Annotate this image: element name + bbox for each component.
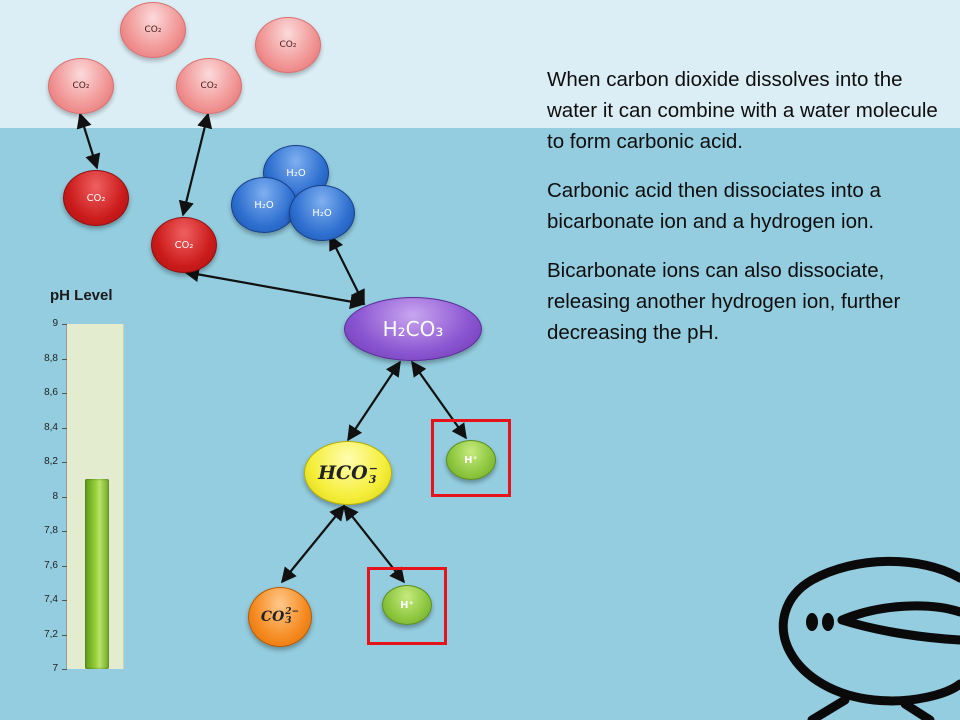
- ph-tick-mark: [62, 427, 67, 429]
- h2o-label: H₂O: [254, 199, 274, 211]
- bicarbonate-subscript: 3: [368, 472, 377, 486]
- mascot-leg: [807, 695, 850, 720]
- carbonate-charge: 2−: [285, 607, 300, 617]
- carbonate-formula: CO: [260, 609, 285, 625]
- bicarbonate-charge: −: [368, 461, 378, 475]
- co2-molecule-air: CO₂: [120, 2, 186, 58]
- hydrogen-ion: H⁺: [446, 440, 496, 480]
- co2-molecule-air: CO₂: [48, 58, 114, 114]
- bicarbonate-formula: HCO: [318, 461, 368, 484]
- h2o-molecule: H₂O: [231, 177, 297, 233]
- ph-tick-label: 7: [52, 663, 58, 674]
- ph-tick-label: 8,4: [44, 421, 58, 433]
- hydrogen-ion-highlight-box: [367, 567, 447, 645]
- hydrogen-ion-label: H⁺: [464, 454, 478, 466]
- explanation-paragraph-2: Carbonic acid then dissociates into a bi…: [547, 179, 881, 233]
- mascot-mouth: [837, 601, 960, 645]
- ph-tick-label: 7,2: [44, 628, 58, 640]
- co2-label: CO₂: [200, 81, 218, 91]
- ph-tick-mark: [62, 393, 67, 394]
- co2-molecule-air: CO₂: [176, 58, 242, 114]
- co2-label: CO₂: [72, 81, 90, 91]
- mascot-body: [778, 556, 960, 706]
- ph-tick-label: 7,6: [44, 559, 58, 571]
- explanation-paragraph-1: When carbon dioxide dissolves into the w…: [547, 68, 938, 153]
- ph-tick-mark: [62, 496, 67, 498]
- ph-tick-label: 8,2: [44, 456, 58, 467]
- explanation-text: When carbon dioxide dissolves into the w…: [547, 64, 957, 366]
- co2-molecule-air: CO₂: [255, 17, 321, 73]
- arrow-co2-dissolve-1: [76, 112, 101, 170]
- carbonic-acid-molecule: H₂CO₃: [344, 297, 482, 361]
- arrow-h2co3-to-hco3: [347, 360, 401, 442]
- ph-tick-mark: [62, 600, 67, 601]
- ph-level-bar: [85, 479, 109, 669]
- h2o-label: H₂O: [286, 167, 306, 179]
- ph-tick-label: 7,8: [44, 525, 58, 536]
- ph-tick-mark: [62, 324, 67, 325]
- arrow-hco3-to-co3: [281, 504, 345, 584]
- co2-label: CO₂: [144, 25, 162, 35]
- ph-tick-label: 7,4: [44, 594, 58, 605]
- arrow-h2o-to-h2co3: [329, 234, 365, 306]
- co2-molecule-dissolved: CO₂: [151, 217, 217, 273]
- mascot-eye: [806, 613, 818, 631]
- explanation-paragraph-3: Bicarbonate ions can also dissociate, re…: [547, 259, 901, 344]
- ph-tick-label: 8: [52, 490, 58, 502]
- ph-tick-mark: [62, 669, 67, 670]
- h2o-label: H₂O: [312, 207, 332, 219]
- bicarbonate-ion: HCO−3: [304, 441, 392, 505]
- ph-tick-label: 9: [52, 318, 58, 329]
- co2-label: CO₂: [86, 192, 106, 204]
- co2-label: CO₂: [174, 239, 194, 251]
- ph-tick-mark: [62, 531, 67, 532]
- ph-tick-mark: [62, 634, 67, 636]
- hydrogen-ion: H⁺: [382, 585, 432, 625]
- carbonate-subscript: 3: [285, 616, 292, 626]
- co2-label: CO₂: [279, 40, 297, 50]
- hydrogen-ion-label: H⁺: [400, 599, 414, 611]
- arrow-h2co3-to-h-ion: [411, 360, 467, 440]
- mascot-eye: [822, 613, 834, 631]
- ph-tick-mark: [62, 565, 67, 567]
- ph-tick-mark: [62, 462, 67, 463]
- co2-molecule-dissolved: CO₂: [63, 170, 129, 226]
- bicarbonate-label: HCO−3: [318, 462, 378, 485]
- ph-tick-label: 8,6: [44, 387, 58, 398]
- ph-tick-label: 8,8: [44, 352, 58, 364]
- mascot-leg: [900, 699, 935, 720]
- ph-tick-mark: [62, 358, 67, 360]
- carbonic-acid-label: H₂CO₃: [382, 317, 444, 341]
- arrow-co2-dissolve-2: [178, 112, 213, 217]
- hydrogen-ion-highlight-box: [431, 419, 511, 497]
- h2o-molecule: H₂O: [289, 185, 355, 241]
- ph-chart-title: pH Level: [50, 287, 113, 304]
